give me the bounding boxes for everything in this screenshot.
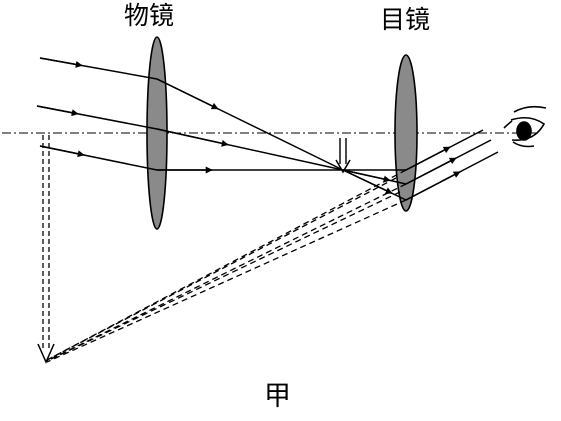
incident-arrowheads [36, 57, 85, 158]
virtual-image-arrow [42, 135, 50, 348]
refracted-arrowheads [156, 78, 393, 194]
emergent-rays [405, 129, 499, 201]
arrowhead-icon [36, 105, 79, 117]
virtual-ray-extensions [46, 169, 407, 363]
arrowhead-icon [342, 169, 393, 194]
emergent-arrowheads [405, 146, 461, 201]
arrowhead-icon [156, 78, 219, 110]
arrowhead-icon [39, 57, 83, 68]
virtual-image-arrowhead-icon [37, 343, 55, 364]
eye-icon [503, 105, 547, 148]
eyepiece-lens [394, 54, 418, 212]
figure-caption: 甲 [264, 381, 291, 412]
arrowhead-icon [342, 169, 391, 183]
arrowhead-icon [405, 171, 461, 201]
arrowhead-icon [405, 157, 457, 185]
intermediate-image-arrow [335, 138, 351, 174]
objective-lens [146, 36, 168, 230]
eyepiece-lens-label: 目镜 [380, 5, 431, 34]
arrowhead-icon [405, 146, 451, 171]
incident-rays [36, 57, 158, 171]
objective-lens-label: 物镜 [124, 1, 175, 30]
arrowhead-icon [156, 128, 229, 147]
arrowhead-icon [39, 145, 85, 158]
